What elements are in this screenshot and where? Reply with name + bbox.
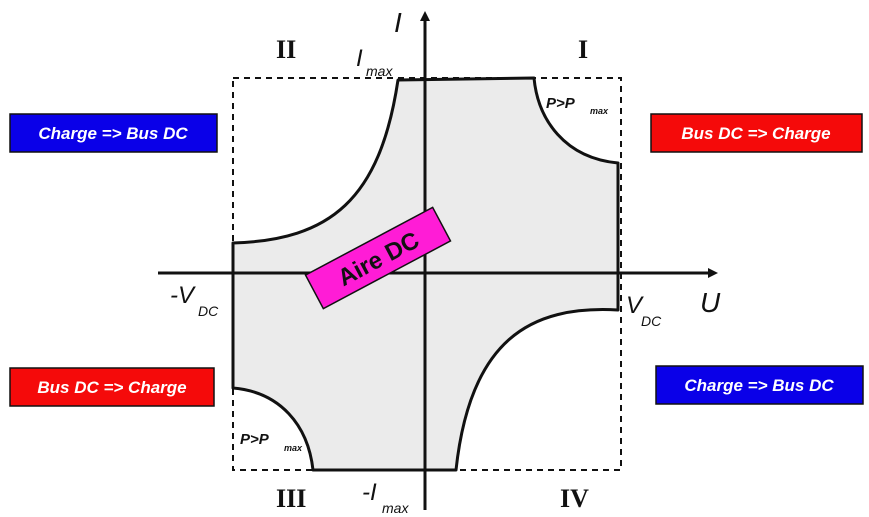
quadrant-3-label: III xyxy=(276,484,306,513)
flow-box-top-left-label: Charge => Bus DC xyxy=(38,124,188,143)
neg-imax-label: -I xyxy=(362,479,377,506)
flow-box-top-right-label: Bus DC => Charge xyxy=(681,124,830,143)
flow-box-top-right: Bus DC => Charge xyxy=(650,113,863,153)
power-limit-top-label: P>P xyxy=(546,95,576,112)
power-limit-top-subscript: max xyxy=(590,106,609,116)
flow-box-bottom-left-label: Bus DC => Charge xyxy=(37,378,186,397)
quadrant-1-label: I xyxy=(578,35,588,64)
power-limit-bottom-subscript: max xyxy=(284,443,303,453)
flow-box-top-left: Charge => Bus DC xyxy=(9,113,218,153)
flow-box-bottom-right: Charge => Bus DC xyxy=(655,365,864,405)
power-limit-bottom-label: P>P xyxy=(240,431,270,448)
flow-box-bottom-right-label: Charge => Bus DC xyxy=(684,376,834,395)
quadrant-2-label: II xyxy=(276,35,296,64)
y-axis-label: I xyxy=(394,7,402,38)
vdc-label: V xyxy=(626,292,644,319)
neg-vdc-subscript: DC xyxy=(198,303,219,319)
flow-box-bottom-left: Bus DC => Charge xyxy=(9,367,215,407)
neg-vdc-label: -V xyxy=(170,282,196,309)
neg-imax-subscript: max xyxy=(382,500,409,516)
imax-subscript: max xyxy=(366,63,393,79)
quadrant-4-label: IV xyxy=(560,484,589,513)
imax-label: I xyxy=(356,45,363,72)
x-axis-label: U xyxy=(700,287,721,318)
vdc-subscript: DC xyxy=(641,313,662,329)
